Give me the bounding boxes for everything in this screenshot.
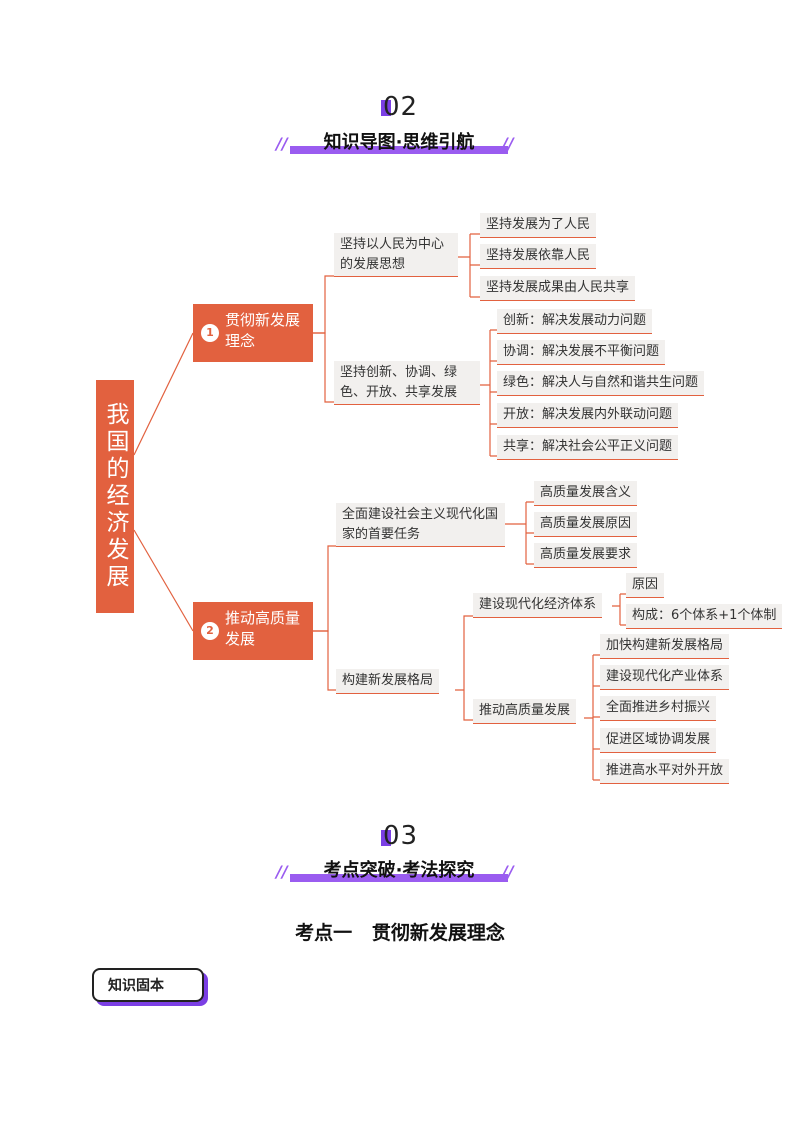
point-title: 考点一 贯彻新发展理念: [295, 922, 505, 944]
b2-sub2-child-1: 建设现代化经济体系: [473, 593, 603, 618]
b2-sub2: 构建新发展格局: [336, 669, 440, 694]
section-title-underline: [290, 146, 508, 154]
section-title: 知识导图·思维引航: [323, 132, 475, 153]
slash-decoration-right: //: [502, 134, 514, 153]
section3-title: 考点突破·考法探究: [323, 860, 475, 881]
branch-1-number: 1: [201, 324, 219, 342]
connector-root-branch2: [133, 529, 194, 632]
b1-sub2-item-5: 共享：解决社会公平正义问题: [497, 435, 679, 460]
b1-sub1-item-2: 坚持发展依靠人民: [480, 244, 597, 269]
knowledge-tag-label: 知识固本: [108, 978, 164, 994]
b1-sub1-item-3: 坚持发展成果由人民共享: [480, 276, 636, 301]
section3-title-underline: [290, 874, 508, 882]
child2-item-2: 建设现代化产业体系: [600, 665, 730, 690]
child2-item-4: 促进区域协调发展: [600, 728, 717, 753]
mindmap-root: 我国的经济发展: [96, 380, 134, 613]
connector-b1s1-items: [458, 233, 480, 298]
slash3-decoration-left: //: [276, 862, 288, 881]
child2-item-1: 加快构建新发展格局: [600, 634, 730, 659]
branch-2-number: 2: [201, 622, 219, 640]
branch-1-label: 贯彻新发展理念: [225, 311, 301, 350]
child2-item-3: 全面推进乡村振兴: [600, 696, 717, 721]
knowledge-tag: 知识固本: [92, 968, 204, 1002]
b1-sub2: 坚持创新、协调、绿色、开放、共享发展: [334, 361, 480, 405]
branch-2: 2 推动高质量发展: [193, 602, 313, 660]
section3-number: 03: [383, 821, 419, 851]
section3-number-accent: [381, 830, 391, 846]
connector-branch2-sub1: [313, 545, 336, 632]
child1-item-1: 原因: [626, 573, 665, 598]
connector-b2s2-children: [455, 615, 473, 721]
connector-b1s2-items: [480, 329, 497, 457]
b2-sub2-child-2: 推动高质量发展: [473, 699, 577, 724]
slash-decoration-left: //: [276, 134, 288, 153]
connector-child2-items: [584, 654, 600, 781]
b1-sub1: 坚持以人民为中心的发展思想: [334, 233, 458, 277]
connector-branch1-sub2: [313, 332, 334, 403]
child2-item-5: 推进高水平对外开放: [600, 759, 730, 784]
b1-sub1-item-1: 坚持发展为了人民: [480, 213, 597, 238]
b1-sub2-item-3: 绿色：解决人与自然和谐共生问题: [497, 371, 705, 396]
branch-2-label: 推动高质量发展: [225, 609, 301, 648]
b1-sub2-item-4: 开放：解决发展内外联动问题: [497, 403, 679, 428]
b2-sub1-item-1: 高质量发展含义: [534, 481, 638, 506]
b2-sub1: 全面建设社会主义现代化国家的首要任务: [336, 503, 505, 547]
section-number-accent: [381, 100, 391, 116]
child1-item-2: 构成：6个体系+1个体制: [626, 604, 783, 629]
section-number: 02: [383, 92, 419, 122]
connector-branch2-sub2: [313, 630, 336, 691]
b2-sub1-item-3: 高质量发展要求: [534, 543, 638, 568]
branch-1: 1 贯彻新发展理念: [193, 304, 313, 362]
connector-b2s1-items: [505, 501, 534, 565]
connector-root-branch1: [133, 332, 194, 456]
connector-child1-items: [612, 593, 626, 626]
connector-branch1-sub1: [313, 275, 334, 334]
b1-sub2-item-1: 创新：解决发展动力问题: [497, 309, 653, 334]
slash3-decoration-right: //: [502, 862, 514, 881]
b1-sub2-item-2: 协调：解决发展不平衡问题: [497, 340, 666, 365]
b2-sub1-item-2: 高质量发展原因: [534, 512, 638, 537]
